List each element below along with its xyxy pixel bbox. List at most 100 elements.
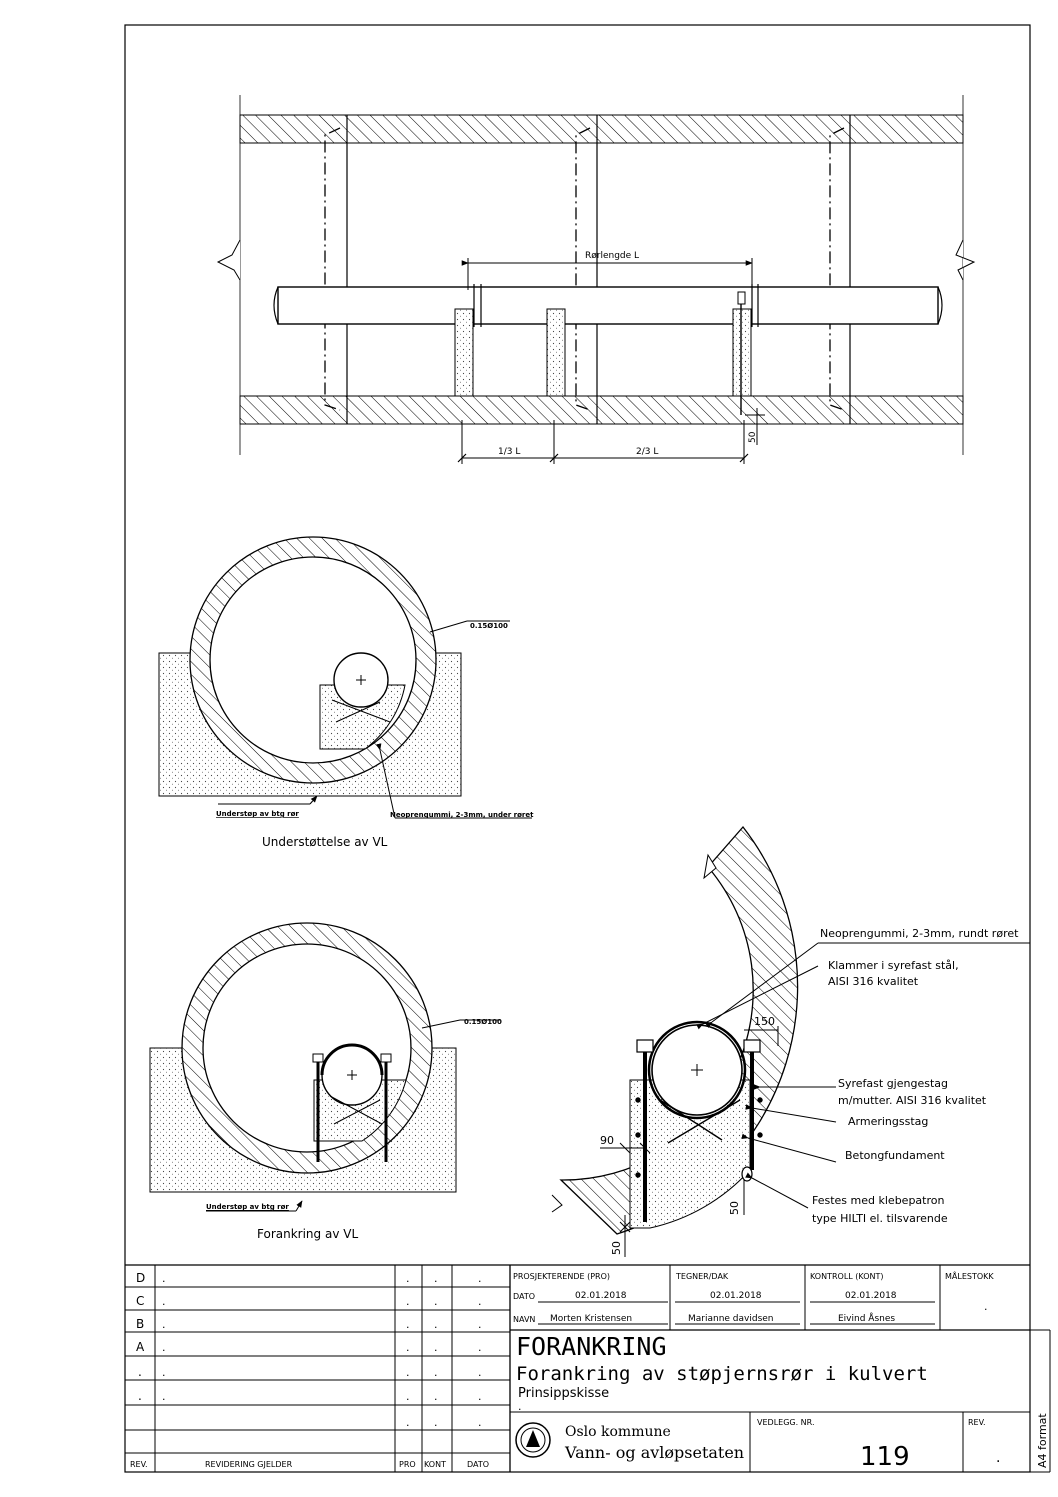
date-kontroll: 02.01.2018 [845,1291,897,1301]
title-sub: Forankring av støpjernsrør i kulvert [516,1363,928,1385]
rev-dot: . [406,1390,410,1403]
header-kontroll: KONTROLL (KONT) [810,1272,884,1281]
detail-rod-label-2: m/mutter. AISI 316 kvalitet [838,1094,987,1107]
rev-letter-5: . [138,1365,142,1379]
rev-letter-c: C [136,1294,144,1308]
anchor-caption: Forankring av VL [257,1227,358,1241]
scale-value: . [984,1300,988,1313]
detail-fix-label-1: Festes med klebepatron [812,1194,944,1207]
rev-dot: . [406,1366,410,1379]
detail-dim-50b: 50 [610,1241,623,1255]
rev-dot: . [478,1341,482,1354]
rev-dot: . [478,1295,482,1308]
vedlegg-label: VEDLEGG. NR. [757,1418,814,1427]
signature-fields: PROSJEKTERENDE (PRO) TEGNER/DAK KONTROLL… [513,1270,994,1324]
rev-text-c: . [162,1295,166,1308]
anchor-foundation-label: Understøp av btg rør [206,1203,289,1211]
support-neoprene-label: Neoprengummi, 2-3mm, under røret [390,811,534,819]
org-name-1: Oslo kommune [565,1424,671,1440]
water-pipe-top [277,286,939,325]
format-label: A4 format [1036,1413,1049,1468]
title-sub2: Prinsippskisse [518,1386,609,1401]
sheet-number: VEDLEGG. NR. 119 REV. . A4 format [757,1413,1049,1472]
rev-dot: . [406,1341,410,1354]
footer-rev: REV. [130,1460,148,1469]
rev-value: . [996,1450,1000,1466]
support-block-3 [732,308,752,397]
rev-dot: . [406,1318,410,1331]
name-kontroll: Eivind Åsnes [838,1312,895,1324]
support-view [158,536,532,819]
org-logo: Oslo kommune Vann- og avløpsetaten [515,1422,744,1462]
support-block-1 [454,308,474,397]
detail-view [551,825,1030,1257]
header-tegner: TEGNER/DAK [675,1272,729,1281]
title-block-lines [125,1264,1051,1473]
footer-pro: PRO [399,1460,416,1469]
two-third-label: 2/3 L [636,447,658,457]
support-dim-label: 0.15Ø100 [470,622,508,630]
footer-kont: KONT [424,1460,446,1469]
rev-dot: . [478,1390,482,1403]
top-view [216,95,976,464]
rev-dot: . [478,1318,482,1331]
rev-dot: . [434,1295,438,1308]
navn-label: NAVN [513,1315,535,1324]
revision-rows: D C B A . . . . . . . . . . . . . . . . … [130,1271,489,1469]
dim-50-top: 50 [748,431,758,443]
pipe-length-label: Rørlengde L [585,251,639,261]
support-foundation-label: Understøp av btg rør [216,810,299,818]
detail-clamps-label-2: AISI 316 kvalitet [828,975,919,988]
rev-letter-d: D [136,1271,145,1285]
rev-dot: . [478,1272,482,1285]
rev-letter-b: B [136,1317,144,1331]
rev-text-d: . [162,1272,166,1285]
detail-foundation-label: Betongfundament [845,1149,945,1162]
detail-rebar-label: Armeringsstag [848,1115,928,1128]
rev-dot: . [434,1272,438,1285]
rev-dot: . [434,1416,438,1429]
bottom-wall-hatch [239,395,964,425]
support-block-2 [546,308,566,397]
detail-dim-50a: 50 [728,1201,741,1215]
rev-letter-a: A [136,1340,145,1354]
org-name-2: Vann- og avløpsetaten [564,1443,744,1462]
rev-dot: . [434,1341,438,1354]
drawing-title: FORANKRING Forankring av støpjernsrør i … [516,1332,928,1413]
vedlegg-number: 119 [860,1442,910,1472]
name-tegner: Marianne davidsen [688,1314,774,1324]
anchor-dim-label: 0.15Ø100 [464,1018,502,1026]
detail-rod-label-1: Syrefast gjengestag [838,1077,948,1090]
rev-dot: . [406,1295,410,1308]
rev-dot: . [406,1416,410,1429]
detail-fix-label-2: type HILTI el. tilsvarende [812,1212,948,1225]
date-pro: 02.01.2018 [575,1291,627,1301]
rev-text-5: . [162,1366,166,1379]
rev-text-6: . [162,1390,166,1403]
anchor-view [149,922,500,1212]
dato-label: DATO [513,1292,535,1301]
rev-dot: . [434,1366,438,1379]
detail-neoprene-label: Neoprengummi, 2-3mm, rundt røret [820,927,1019,940]
rev-text-b: . [162,1318,166,1331]
support-caption: Understøttelse av VL [262,835,388,849]
detail-dim-90: 90 [600,1134,614,1147]
one-third-label: 1/3 L [498,447,520,457]
rev-dot: . [478,1366,482,1379]
date-tegner: 02.01.2018 [710,1291,762,1301]
rev-label: REV. [968,1418,986,1427]
rev-text-a: . [162,1341,166,1354]
footer-dato: DATO [467,1460,489,1469]
rev-dot: . [434,1318,438,1331]
header-pro: PROSJEKTERENDE (PRO) [513,1272,610,1281]
rev-letter-6: . [138,1389,142,1403]
rev-dot: . [478,1416,482,1429]
title-main: FORANKRING [516,1332,667,1361]
detail-clamps-label-1: Klammer i syrefast stål, [828,959,959,972]
sheet-border [124,24,1031,1473]
header-malestokk: MÅLESTOKK [945,1270,994,1281]
footer-desc: REVIDERING GJELDER [205,1460,293,1469]
rev-dot: . [406,1272,410,1285]
title-sub3: . [518,1400,522,1413]
